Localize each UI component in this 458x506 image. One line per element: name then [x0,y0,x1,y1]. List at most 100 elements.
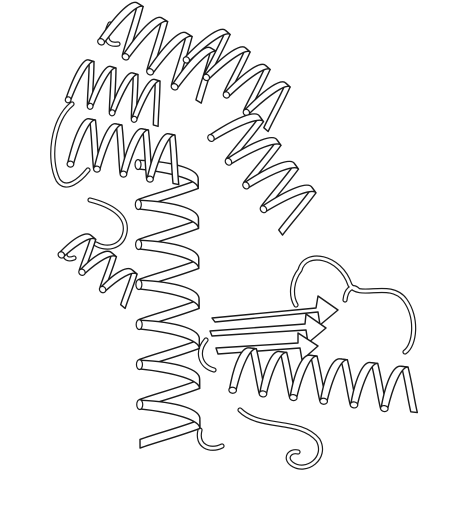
helix-turn-front [380,365,409,410]
helix-h [228,347,419,414]
helix-turn-front [137,199,200,230]
helix-turn-back [139,419,201,449]
helix-turn-back [278,187,317,236]
helix-turn-front [66,118,97,166]
helix-edge [135,358,144,371]
helix-d [207,113,317,236]
helix-turn-front [146,133,176,181]
helix-turn-front [139,399,201,430]
helix-turn-front [97,1,144,45]
helix-edge [57,251,66,259]
helix-e [66,118,180,186]
helix-turn-back [119,269,138,310]
loop-right-arc [289,255,417,355]
helix-edge [97,38,106,46]
helix-turn-front [208,113,265,142]
helix-turn-front [260,184,317,213]
helix-turn-front [109,72,139,115]
helix-turn-front [65,59,95,102]
loop-middle [196,337,225,451]
helix-turn-front [228,347,258,392]
helix-turn-front [349,361,379,407]
helix-turn-back [152,78,161,128]
loop-core [291,256,416,354]
helix-edge [259,205,268,214]
helix-turn-front [79,250,118,275]
helix-turn-front [225,136,282,166]
loop-outline [50,101,91,188]
helix-turn-front [99,267,138,293]
strand-1 [211,295,339,326]
helix-turn-front [131,78,161,121]
helix-turn-front [119,128,150,176]
strand-2 [209,313,327,344]
helix-edge [349,401,359,409]
helix-turn-front [243,160,300,189]
helix-edge [66,160,75,168]
helix-edge [228,386,238,394]
helix-edge [135,318,143,331]
helix-edge [288,393,298,402]
loop-core [238,408,322,469]
helix-turn-front [93,123,123,171]
helix-edge [64,96,72,104]
helix-turn-front [183,28,231,63]
helix-edge [136,398,144,411]
helix-edge [130,115,138,123]
helix-edge [134,198,142,211]
helix-edge [258,390,268,398]
loop-outline [62,197,128,262]
helix-turn-front [146,31,193,75]
helix-turn-front [122,16,169,60]
helix-edge [145,175,154,183]
helix-turn-front [258,350,288,396]
helix-turn-front [243,81,291,116]
helix-edge [202,73,211,82]
helix-edge [222,91,231,99]
helix-c [182,28,291,133]
helix-turn-front [138,319,201,350]
helix-turn-front [289,354,318,399]
helix-edge [119,170,128,178]
loop-left-lower [62,197,128,262]
helix-edge [224,157,233,166]
helix-edge [121,53,130,61]
helix-edge [108,109,116,117]
loop-bottom-tail [237,407,323,470]
helix-turn-back [168,133,180,186]
helix-turn-front [87,65,117,108]
helix-turn-front [138,279,200,310]
helix-turn-front [203,46,251,81]
helix-edge [319,397,329,405]
helix-edge [134,158,142,171]
helix-edge [135,238,143,251]
helix-edge [98,285,107,294]
helix-edge [207,133,215,143]
helix-turn-front [58,233,97,258]
loop-core [51,102,90,187]
helix-edge [92,165,101,173]
helix-b [97,1,218,104]
loop-left [50,101,91,188]
helix-edge [242,181,250,190]
helix-edge [135,278,143,291]
helix-turn-front [138,359,201,390]
helix-turn-front [319,358,349,403]
strand-3 [215,332,319,361]
helix-turn-front [223,63,271,98]
helix-f [134,158,201,449]
helix-edge [146,68,155,76]
helix-edge [379,404,389,413]
helix-edge [78,268,86,276]
helix-edge [182,56,191,64]
helix-edge [86,102,94,110]
helix-turn-back [263,82,291,133]
helix-a [64,59,161,128]
loop-core [197,338,224,450]
loop-outline [196,337,225,451]
helix-g [57,233,138,310]
helix-turn-back [400,365,419,414]
helix-edge [170,83,179,91]
